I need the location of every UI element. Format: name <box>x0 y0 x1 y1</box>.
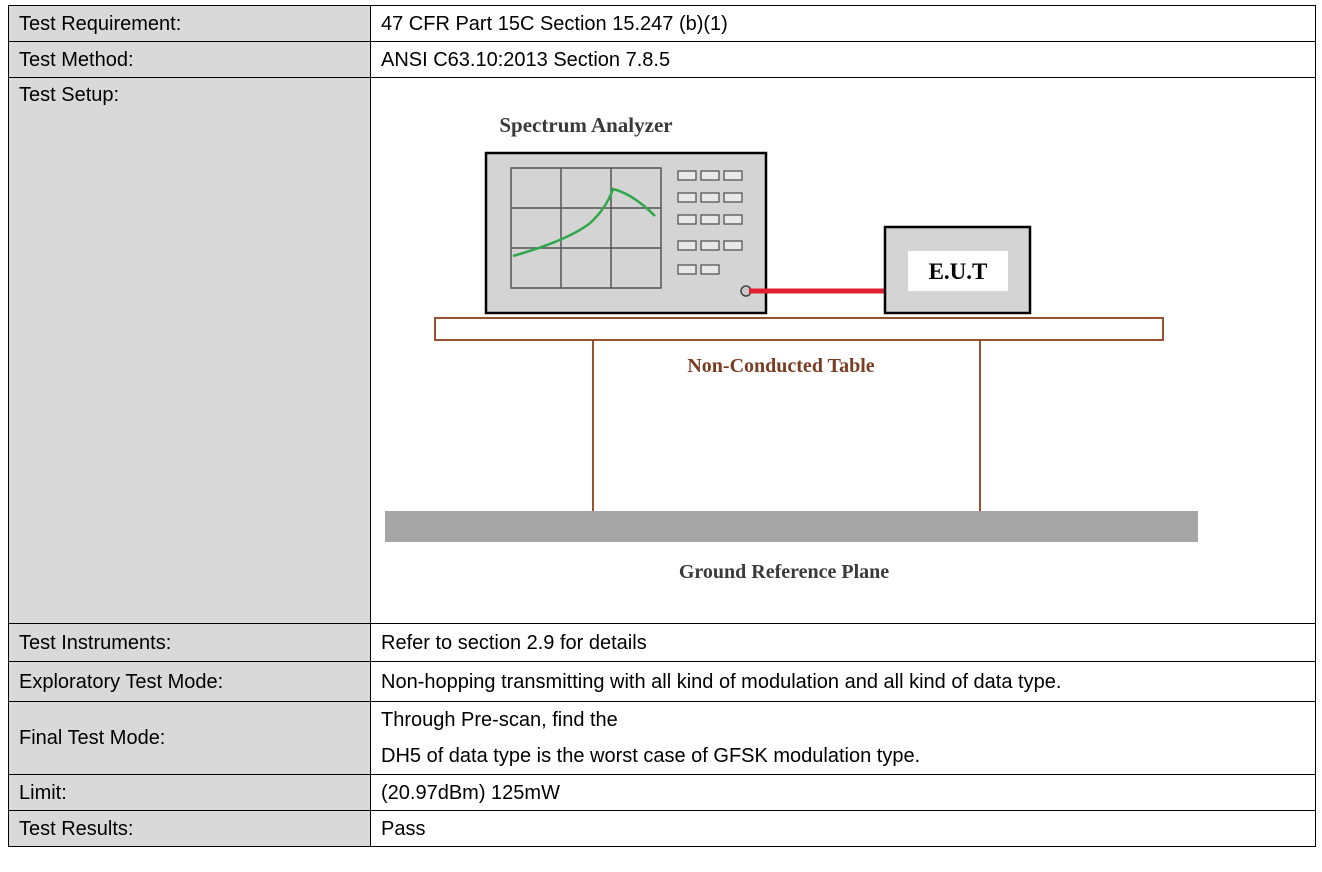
test-setup-diagram: Spectrum Analyzer <box>385 113 1198 583</box>
ground-reference-plane-label: Ground Reference Plane <box>679 561 889 583</box>
row-label: Final Test Mode: <box>8 701 371 775</box>
eut-label-box <box>908 250 1008 291</box>
table-row: Final Test Mode: Through Pre-scan, find … <box>8 701 1316 775</box>
row-value: ANSI C63.10:2013 Section 7.8.5 <box>370 41 1316 78</box>
non-conducted-table-top <box>434 316 1164 341</box>
row-label: Test Results: <box>8 810 371 847</box>
row-value-line: Through Pre-scan, find the <box>381 709 618 731</box>
test-spec-table: Test Requirement: 47 CFR Part 15C Sectio… <box>8 5 1316 847</box>
table-row: Exploratory Test Mode: Non-hopping trans… <box>8 661 1316 702</box>
non-conducted-table-label: Non-Conducted Table <box>687 355 874 377</box>
table-row: Test Results: Pass <box>8 810 1316 847</box>
row-label: Exploratory Test Mode: <box>8 661 371 702</box>
row-label: Limit: <box>8 774 371 811</box>
table-row: Limit: (20.97dBm) 125mW <box>8 774 1316 811</box>
row-value: Refer to section 2.9 for details <box>370 623 1316 662</box>
test-setup-diagram-cell: Spectrum Analyzer <box>370 77 1316 624</box>
row-label: Test Instruments: <box>8 623 371 662</box>
row-value: Non-hopping transmitting with all kind o… <box>370 661 1316 702</box>
spectrum-trace-line <box>512 187 656 257</box>
row-value: Pass <box>370 810 1316 847</box>
row-value: (20.97dBm) 125mW <box>370 774 1316 811</box>
eut-label: E.U.T <box>929 259 988 284</box>
row-label: Test Requirement: <box>8 5 371 42</box>
row-label: Test Setup: <box>8 77 371 624</box>
table-row: Test Method: ANSI C63.10:2013 Section 7.… <box>8 41 1316 78</box>
row-value-line: DH5 of data type is the worst case of GF… <box>381 745 921 767</box>
spectrum-analyzer-label: Spectrum Analyzer <box>499 113 672 137</box>
row-label: Test Method: <box>8 41 371 78</box>
analyzer-buttons-icon <box>677 169 743 275</box>
row-value: Through Pre-scan, find the DH5 of data t… <box>370 701 1316 775</box>
ground-reference-plane <box>385 510 1198 542</box>
row-value: 47 CFR Part 15C Section 15.247 (b)(1) <box>370 5 1316 42</box>
table-row: Test Setup: Spectrum Analyzer <box>8 77 1316 624</box>
table-row: Test Instruments: Refer to section 2.9 f… <box>8 623 1316 662</box>
table-row: Test Requirement: 47 CFR Part 15C Sectio… <box>8 5 1316 42</box>
